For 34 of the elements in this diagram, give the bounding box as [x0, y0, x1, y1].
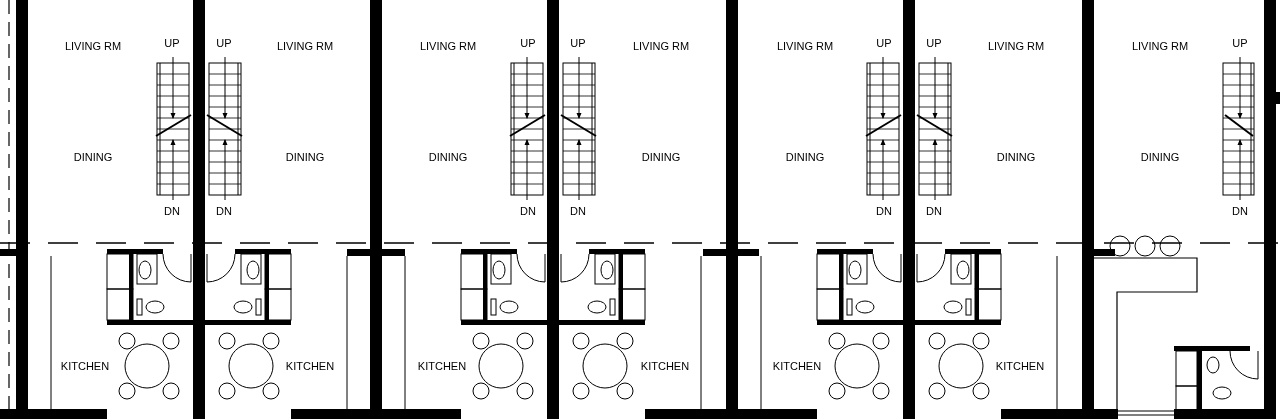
- room-label: DINING: [995, 150, 1037, 164]
- room-label: KITCHEN: [771, 359, 823, 373]
- stair-direction-label: UP: [569, 36, 587, 50]
- stair-direction-label: DN: [1231, 204, 1249, 218]
- room-label: LIVING RM: [418, 39, 478, 53]
- stair-direction-label: DN: [875, 204, 893, 218]
- stair-direction-label: DN: [925, 204, 943, 218]
- room-label: DINING: [72, 150, 114, 164]
- stair-direction-label: UP: [875, 36, 893, 50]
- room-label: DINING: [1139, 150, 1181, 164]
- room-label: LIVING RM: [775, 39, 835, 53]
- stair-direction-label: UP: [925, 36, 943, 50]
- room-label: DINING: [784, 150, 826, 164]
- room-label: LIVING RM: [63, 39, 123, 53]
- room-label: DINING: [284, 150, 326, 164]
- room-label: KITCHEN: [284, 359, 336, 373]
- stair-direction-label: UP: [519, 36, 537, 50]
- room-label: LIVING RM: [275, 39, 335, 53]
- stair-direction-label: DN: [163, 204, 181, 218]
- room-label: KITCHEN: [639, 359, 691, 373]
- stair-direction-label: UP: [1231, 36, 1249, 50]
- room-label: LIVING RM: [986, 39, 1046, 53]
- stair-direction-label: DN: [215, 204, 233, 218]
- stair-direction-label: UP: [215, 36, 233, 50]
- room-label: KITCHEN: [416, 359, 468, 373]
- stair-direction-label: DN: [569, 204, 587, 218]
- room-label: KITCHEN: [59, 359, 111, 373]
- room-label: KITCHEN: [994, 359, 1046, 373]
- room-label: DINING: [427, 150, 469, 164]
- room-label: LIVING RM: [631, 39, 691, 53]
- room-label: DINING: [640, 150, 682, 164]
- room-label: LIVING RM: [1130, 39, 1190, 53]
- stair-direction-label: DN: [519, 204, 537, 218]
- stair-direction-label: UP: [163, 36, 181, 50]
